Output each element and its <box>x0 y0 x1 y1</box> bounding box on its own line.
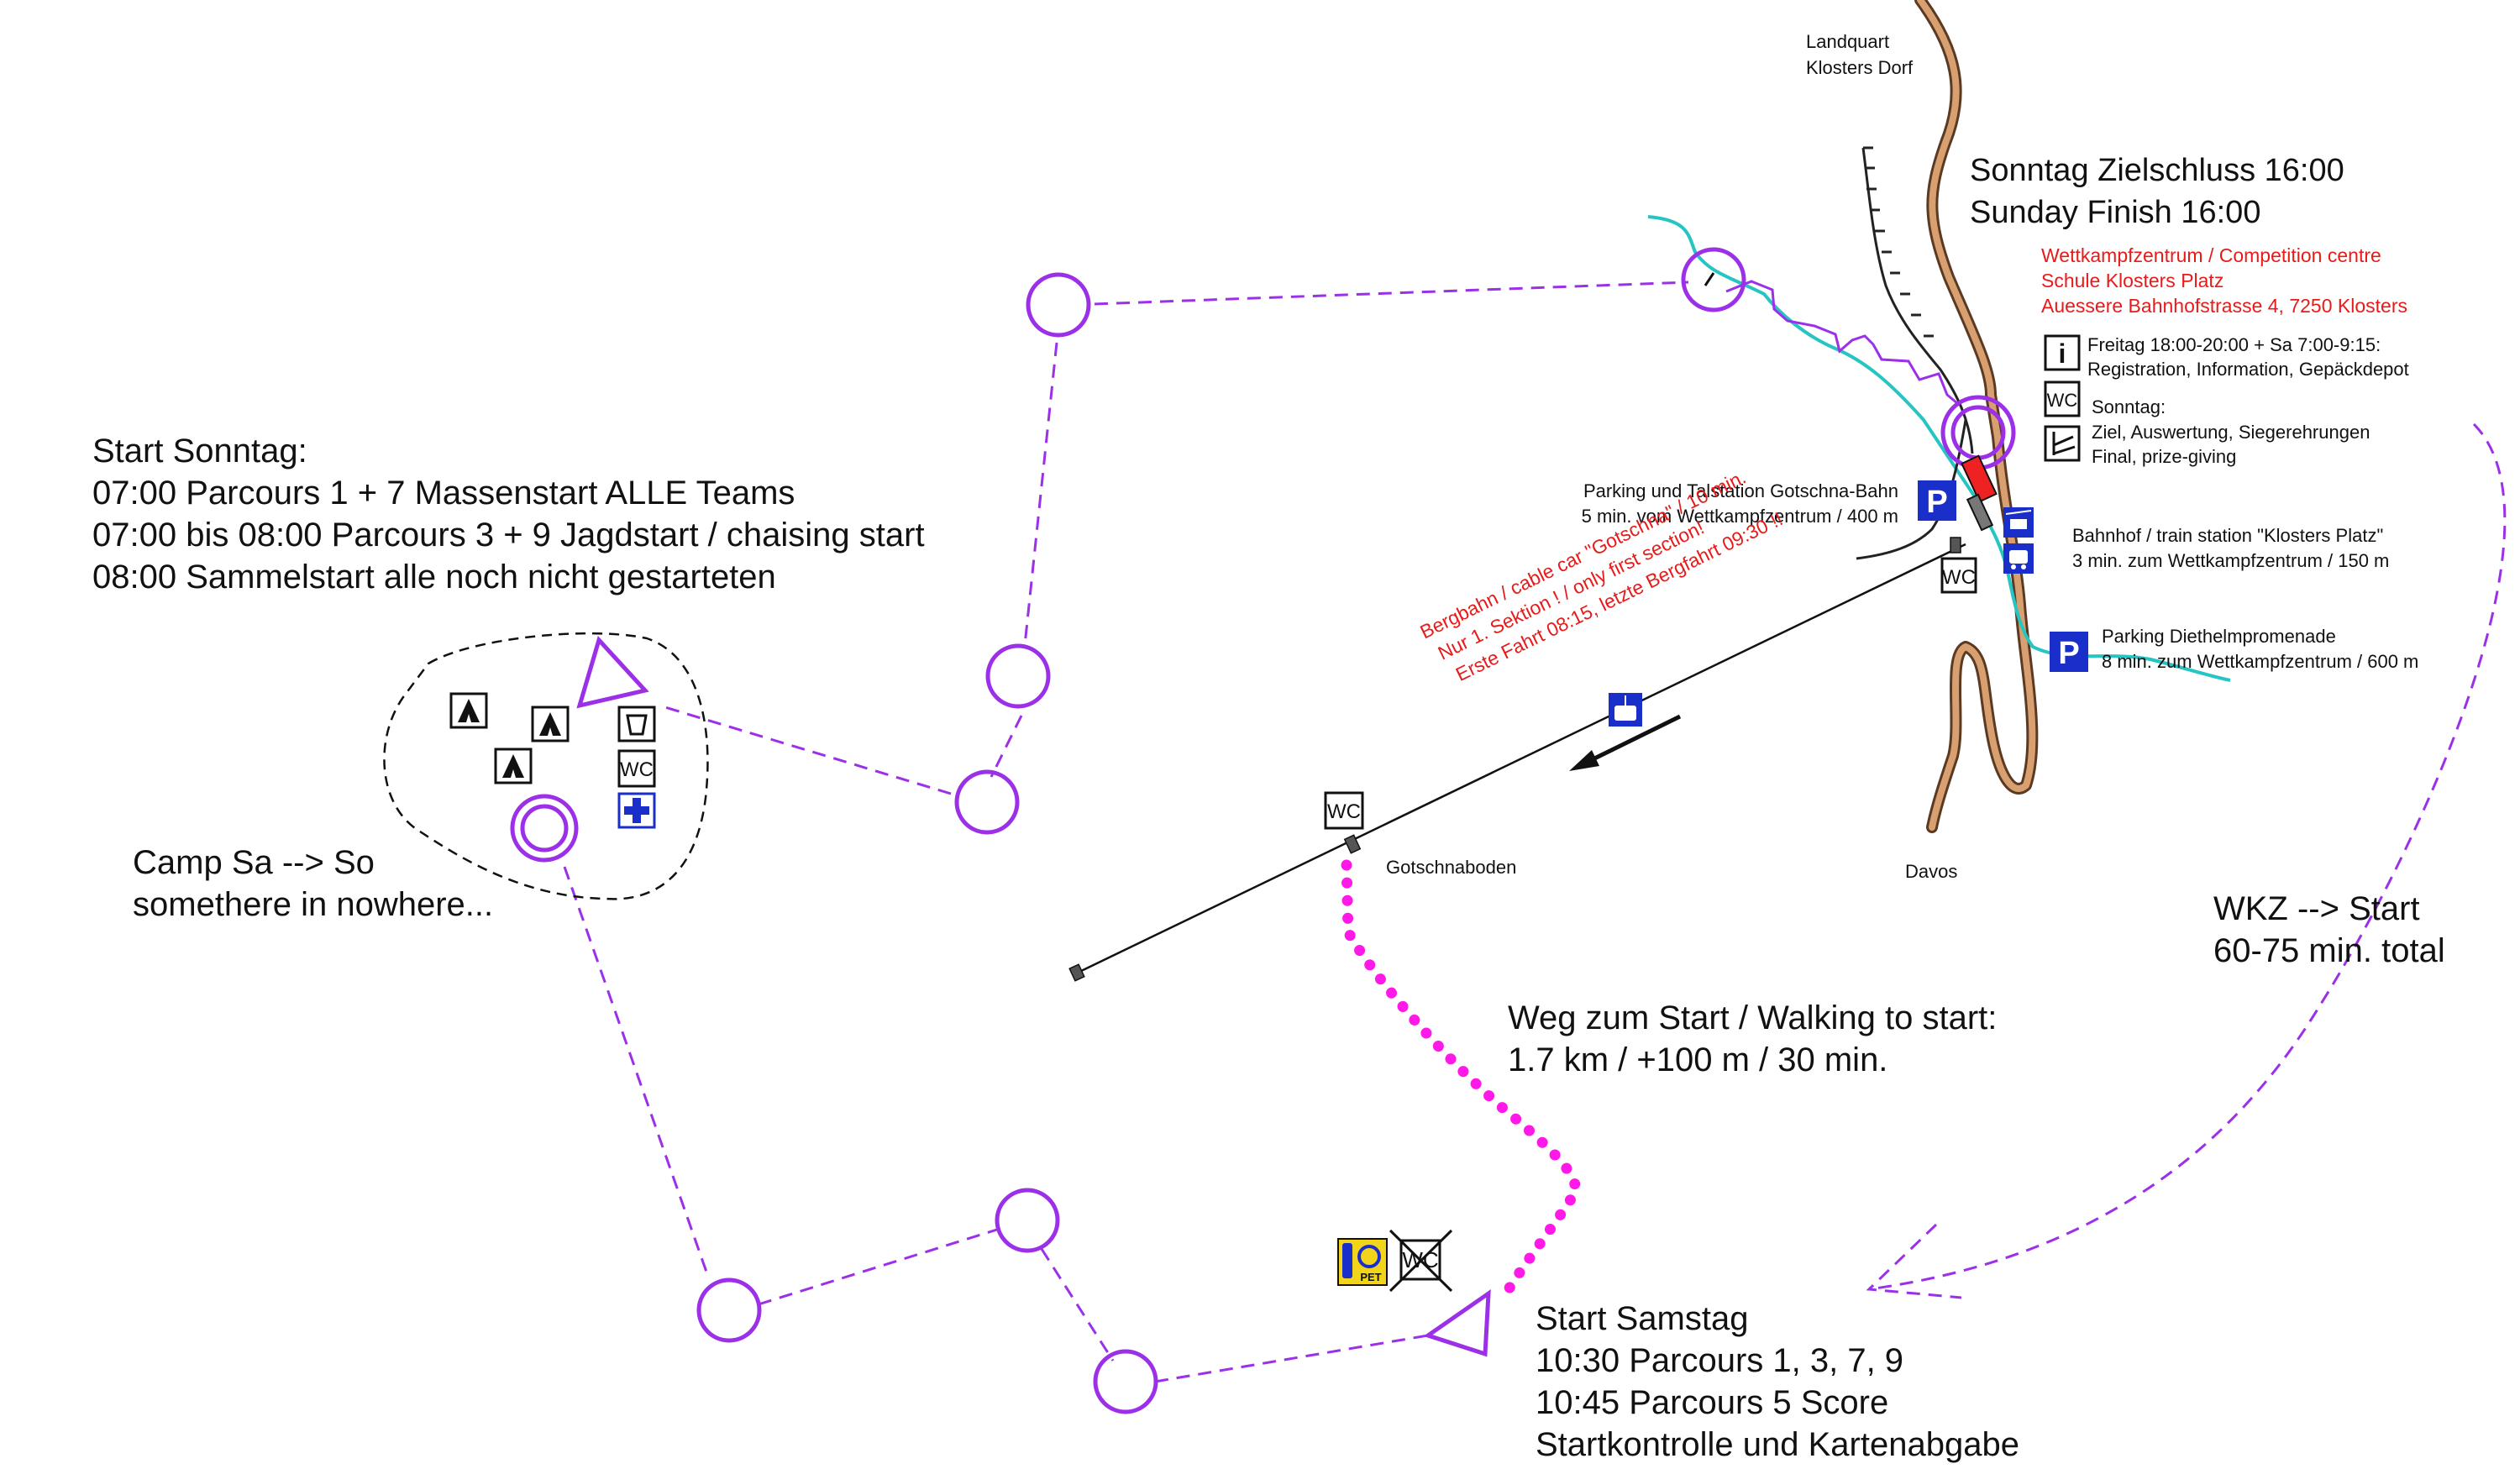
place-gotschnaboden: Gotschnaboden <box>1386 857 1516 878</box>
info-friday-1: Freitag 18:00-20:00 + Sa 7:00-9:15: <box>2087 334 2381 355</box>
station-1: Bahnhof / train station "Klosters Platz" <box>2072 525 2383 546</box>
centre-line-3: Auessere Bahnhofstrasse 4, 7250 Klosters <box>2041 295 2407 317</box>
road <box>1914 0 2039 833</box>
parking-gotschna-2: 5 min. vom Wettkampfzentrum / 400 m <box>1582 506 1898 527</box>
start-triangle-saturday <box>1423 1289 1491 1357</box>
first-aid-icon <box>617 792 656 829</box>
wc-icon-label: WC <box>620 758 654 781</box>
wc-icon: WC <box>1324 791 1364 830</box>
finish-line-2: Sunday Finish 16:00 <box>1970 195 2260 230</box>
wc-icon-label: WC <box>1327 800 1361 823</box>
parking-diethelm-1: Parking Diethelmpromenade <box>2102 626 2336 647</box>
info-icon-label: i <box>2059 338 2066 369</box>
station-marker <box>1966 493 1994 532</box>
info-icon: i <box>2044 334 2081 371</box>
station-2: 3 min. zum Wettkampfzentrum / 150 m <box>2072 550 2389 571</box>
start-triangle-sunday <box>576 636 649 709</box>
control-circle <box>985 643 1051 709</box>
water-icon <box>617 706 656 742</box>
control-tick <box>1704 272 1715 286</box>
wc-icon-label: WC <box>1942 566 1976 589</box>
place-north-1: Landquart <box>1806 31 1889 52</box>
control-circle <box>954 769 1020 835</box>
gondola-icon <box>1609 693 1642 727</box>
parking-icon: P <box>1918 480 1956 521</box>
competition-centre-building <box>1961 454 1998 503</box>
no-wc-icon: WC <box>1389 1229 1453 1293</box>
wkz-arrowhead <box>1866 1223 1962 1299</box>
course-lines <box>563 281 2507 1383</box>
centre-line-1: Wettkampfzentrum / Competition centre <box>2041 244 2381 266</box>
tent-icon <box>531 706 570 742</box>
parking-gotschna-1: Parking und Talstation Gotschna-Bahn <box>1583 480 1898 501</box>
walk-path <box>1341 859 1581 1304</box>
river <box>1647 215 2231 682</box>
wkz-line-2: 60-75 min. total <box>2213 932 2445 969</box>
start-sunday-1: Start Sonntag: <box>92 433 307 470</box>
start-sunday-3: 07:00 bis 08:00 Parcours 3 + 9 Jagdstart… <box>92 517 925 553</box>
wc-icon: WC <box>1940 557 1977 594</box>
info-friday-2: Registration, Information, Gepäckdepot <box>2087 359 2409 380</box>
control-circle <box>1681 247 1746 312</box>
start-saturday-1: Start Samstag <box>1536 1300 1748 1337</box>
cable-car-line <box>1068 537 1966 982</box>
pet-label: PET <box>1360 1271 1381 1283</box>
start-sunday-4: 08:00 Sammelstart alle noch nicht gestar… <box>92 559 776 595</box>
place-davos: Davos <box>1905 861 1957 882</box>
wc-icon: WC <box>617 749 656 788</box>
centre-line-2: Schule Klosters Platz <box>2041 270 2223 291</box>
wc-icon-label: WC <box>2047 390 2078 411</box>
start-saturday-3: 10:45 Parcours 5 Score <box>1536 1384 1888 1421</box>
tent-icon <box>494 748 533 784</box>
control-circle <box>995 1188 1060 1253</box>
info-sunday-1: Sonntag: <box>2092 396 2166 417</box>
wkz-line-1: WKZ --> Start <box>2213 890 2420 927</box>
cable-car-line-2: Nur 1. Sektion ! / only first section! <box>1435 516 1708 664</box>
parking-diethelm-2: 8 min. zum Wettkampfzentrum / 600 m <box>2102 651 2418 672</box>
finish-line-1: Sonntag Zielschluss 16:00 <box>1970 153 2344 188</box>
place-north-2: Klosters Dorf <box>1806 57 1914 78</box>
finish-route <box>1725 280 1958 405</box>
start-saturday-2: 10:30 Parcours 1, 3, 7, 9 <box>1536 1342 1903 1379</box>
parking-icon-label: P <box>1926 485 1947 520</box>
parking-icon: P <box>2050 632 2088 672</box>
wc-icon: WC <box>2044 380 2081 417</box>
info-sunday-2: Ziel, Auswertung, Siegerehrungen <box>2092 422 2370 443</box>
tent-icon <box>449 692 488 729</box>
control-circle <box>1093 1349 1158 1414</box>
walk-line-2: 1.7 km / +100 m / 30 min. <box>1508 1041 1887 1078</box>
controls <box>696 247 1746 1414</box>
control-circle <box>696 1278 762 1343</box>
camp-line-2: somethere in nowhere... <box>133 886 493 923</box>
parking-icon-label: P <box>2058 636 2079 671</box>
finish-flag-icon <box>2044 425 2081 462</box>
camp-boundary <box>383 632 709 900</box>
start-saturday-4: Startkontrolle und Kartenabgabe <box>1536 1426 2019 1463</box>
walk-line-1: Weg zum Start / Walking to start: <box>1508 999 1997 1036</box>
pet-recycling-icon: PET <box>1337 1238 1388 1286</box>
control-circle <box>1026 272 1091 338</box>
camp-finish-circle <box>510 794 579 863</box>
start-sunday-2: 07:00 Parcours 1 + 7 Massenstart ALLE Te… <box>92 475 795 512</box>
info-sunday-3: Final, prize-giving <box>2092 446 2236 467</box>
cable-car-station-icon <box>2003 507 2034 538</box>
train-icon <box>2003 543 2034 574</box>
camp-line-1: Camp Sa --> So <box>133 844 375 881</box>
